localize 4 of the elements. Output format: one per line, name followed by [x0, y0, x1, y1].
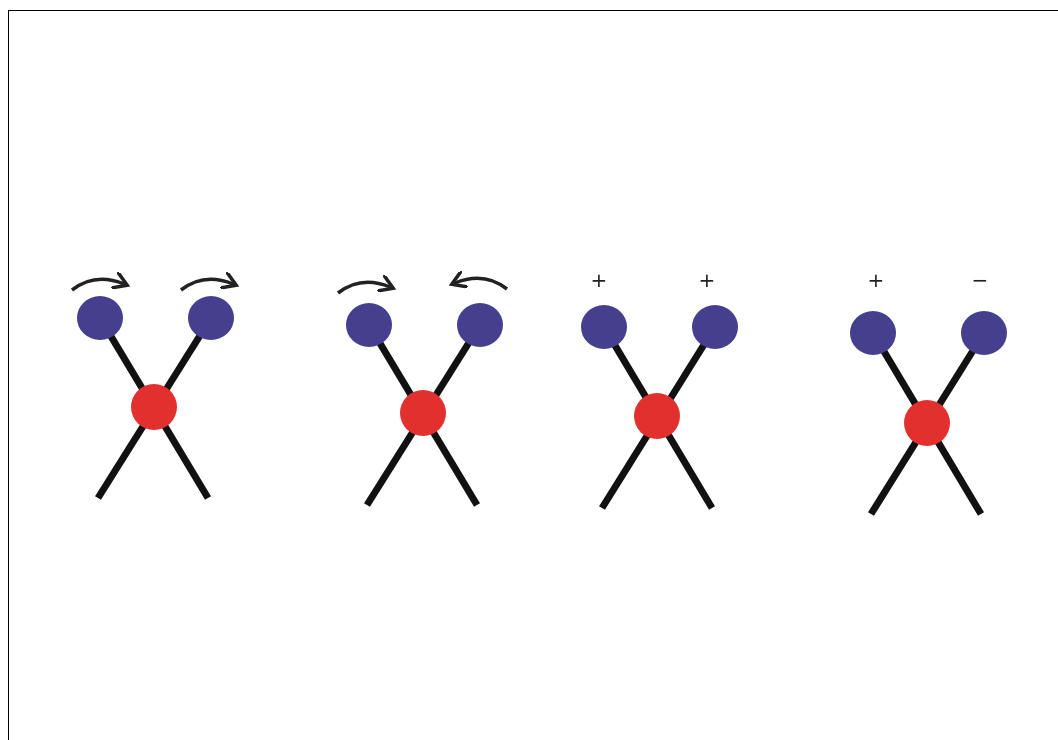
sign-label: +: [698, 270, 716, 290]
sign-label: +: [867, 270, 885, 290]
sign-label: −: [971, 270, 989, 290]
sign-label: +: [590, 270, 608, 290]
